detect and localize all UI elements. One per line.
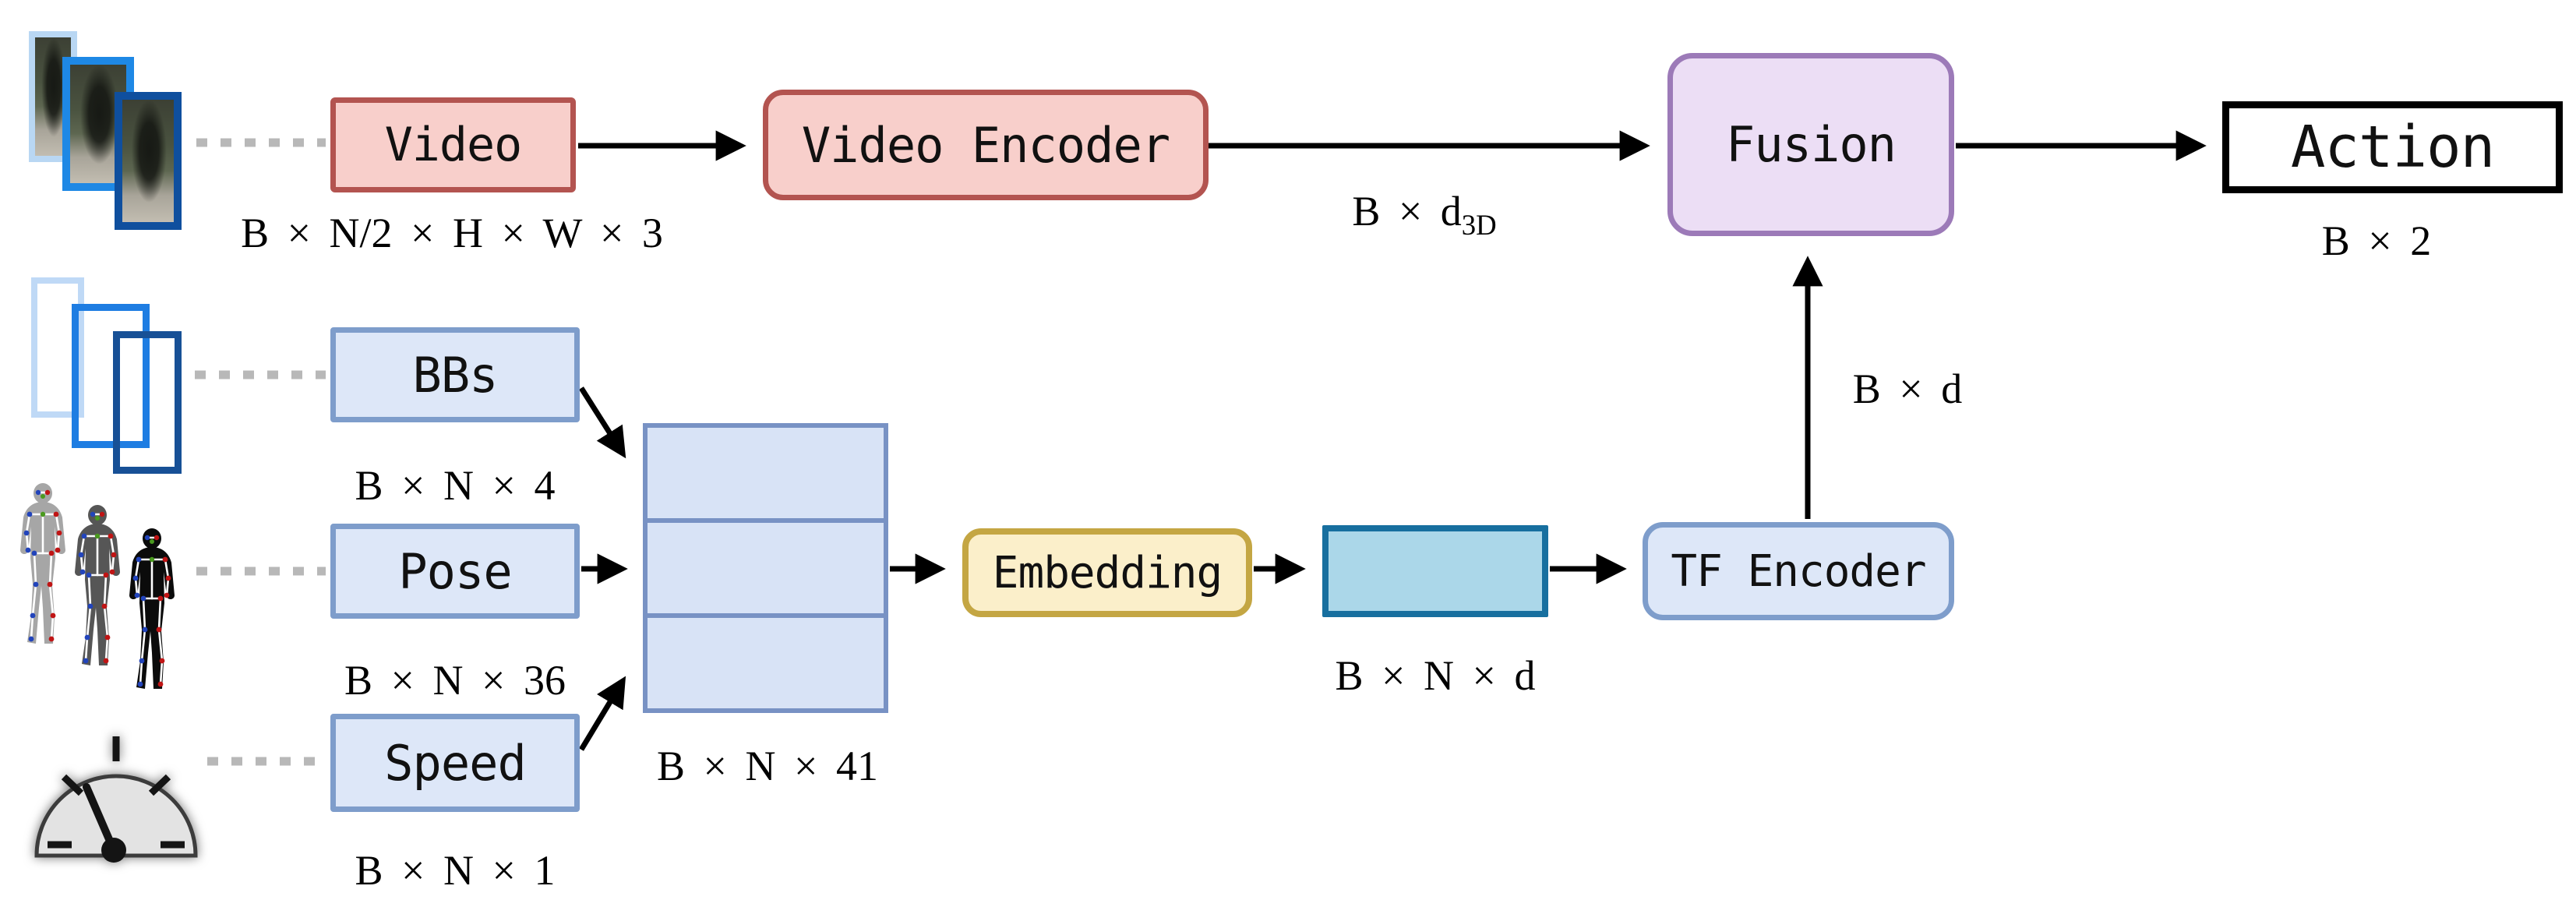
bbox-rect-1 bbox=[31, 277, 84, 418]
speed-node-label: Speed bbox=[384, 734, 527, 792]
speedometer-icon bbox=[34, 736, 198, 863]
pose-walker-3 bbox=[128, 527, 176, 690]
embedding-node: Embedding bbox=[962, 528, 1252, 617]
embedding-node-label: Embedding bbox=[992, 547, 1223, 598]
action-node-label: Action bbox=[2290, 114, 2495, 181]
bbox-rect-3 bbox=[113, 331, 182, 474]
bbs-input-dim: B × N × 4 bbox=[355, 462, 556, 509]
speed-input-dim: B × N × 1 bbox=[355, 847, 556, 894]
bbox-rect-2 bbox=[72, 304, 150, 448]
pose-skeletons-icon bbox=[19, 482, 176, 690]
video-frame-3 bbox=[115, 92, 182, 230]
concat-row-pose bbox=[643, 518, 888, 618]
arrow-bbs-to-concat bbox=[579, 386, 626, 459]
video-encoder-node: Video Encoder bbox=[763, 90, 1209, 200]
pose-walker-1 bbox=[19, 482, 67, 645]
video-node-label: Video bbox=[384, 118, 523, 172]
pose-input-dim: B × N × 36 bbox=[344, 657, 566, 704]
tf-encoder-node: TF Encoder bbox=[1643, 522, 1954, 620]
bbs-node-label: BBs bbox=[412, 346, 499, 404]
concat-row-speed bbox=[643, 613, 888, 713]
arrow-speed-to-concat bbox=[579, 676, 626, 751]
tf-output-dim: B × d bbox=[1852, 365, 1963, 412]
video-encoder-node-label: Video Encoder bbox=[801, 116, 1170, 174]
embedded-feature-node bbox=[1322, 525, 1548, 617]
concat-row-bbs bbox=[643, 423, 888, 523]
embedding-output-dim: B × N × d bbox=[1335, 652, 1536, 699]
tf-encoder-node-label: TF Encoder bbox=[1671, 545, 1926, 597]
speed-node: Speed bbox=[330, 714, 580, 812]
action-node: Action bbox=[2222, 101, 2563, 193]
fusion-node: Fusion bbox=[1667, 53, 1954, 236]
pose-node-label: Pose bbox=[398, 542, 512, 600]
video-node: Video bbox=[330, 97, 576, 192]
action-output-dim: B × 2 bbox=[2321, 217, 2432, 264]
video-input-dim: B × N/2 × H × W × 3 bbox=[241, 210, 663, 256]
concat-output-dim: B × N × 41 bbox=[657, 743, 878, 789]
fusion-node-label: Fusion bbox=[1726, 116, 1897, 173]
video-feature-dim: B × d3D bbox=[1352, 188, 1497, 241]
pose-walker-2 bbox=[73, 503, 122, 667]
bbs-node: BBs bbox=[330, 327, 580, 422]
pose-node: Pose bbox=[330, 524, 580, 619]
